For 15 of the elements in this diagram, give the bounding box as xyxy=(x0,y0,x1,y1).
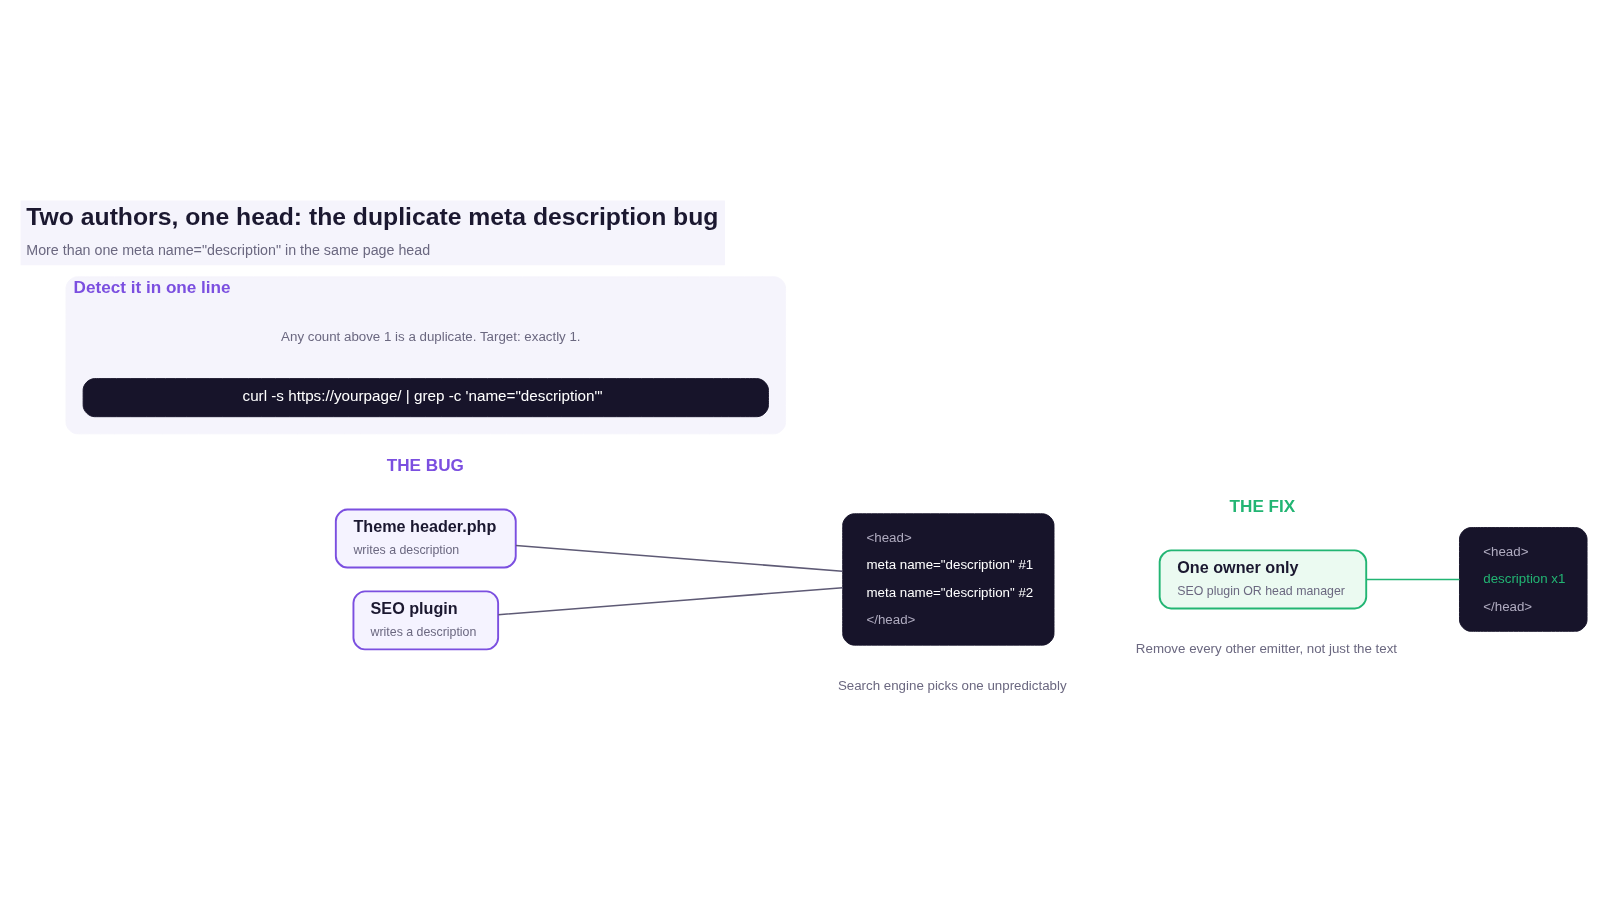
node-box: One owner only SEO plugin OR head manager xyxy=(1158,549,1368,610)
label: THE FIX xyxy=(1229,496,1296,517)
node-box: <head> meta name="description" #1 meta name="description" #2 </head> xyxy=(842,513,1055,646)
node-box: <head> description x1 </head> xyxy=(1459,527,1588,632)
caption: More than one meta name="description" in the same page head xyxy=(26,241,431,258)
node-label: Search engine picks one unpredictably xyxy=(837,677,1067,693)
label: Remove every other emitter, not just the text xyxy=(1135,641,1398,657)
connector xyxy=(515,544,844,572)
node-box: curl -s https://yourpage/ | grep -c 'name="description"' xyxy=(82,378,769,418)
connector xyxy=(1365,578,1461,581)
node-box: Theme header.php writes a description xyxy=(334,508,517,569)
connector xyxy=(497,586,844,616)
diagram-title: Two authors, one head: the duplicate meta description bug xyxy=(26,203,719,231)
label: THE BUG xyxy=(386,455,464,476)
node-box: SEO plugin writes a description xyxy=(352,590,500,651)
